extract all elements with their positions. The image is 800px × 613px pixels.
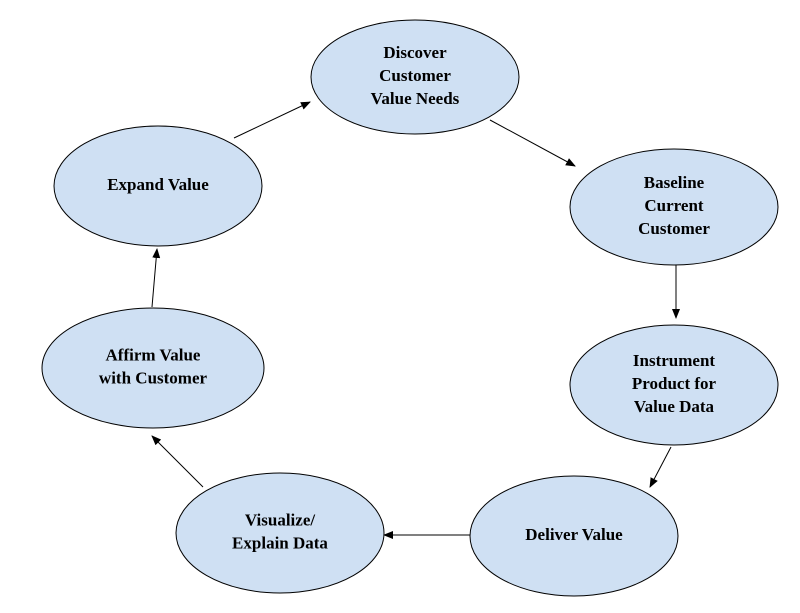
node-instrument-ellipse <box>569 324 779 446</box>
node-affirm-label-line: Affirm Value <box>106 345 201 364</box>
arrow-discover-to-baseline <box>489 119 576 167</box>
arrow-visualize-to-affirm <box>151 435 204 488</box>
node-instrument-label-line: Product for <box>632 374 717 393</box>
node-discover-label-line: Customer <box>379 66 451 85</box>
node-expand: Expand Value <box>53 125 263 247</box>
node-visualize-label-line: Visualize/ <box>245 510 315 529</box>
node-visualize-label-line: Explain Data <box>232 533 328 552</box>
arrow-instrument-to-deliver <box>649 446 672 488</box>
node-discover-label-line: Value Needs <box>371 89 460 108</box>
node-deliver: Deliver Value <box>469 475 679 597</box>
edges-layer <box>151 101 680 539</box>
node-deliver-ellipse <box>469 475 679 597</box>
node-instrument-label-line: Value Data <box>634 397 715 416</box>
node-visualize-ellipse <box>175 472 385 594</box>
node-instrument-label-line: Instrument <box>633 351 716 370</box>
node-visualize: Visualize/Explain Data <box>175 472 385 594</box>
node-affirm-ellipse <box>41 307 265 429</box>
node-affirm-label-line: with Customer <box>99 368 208 387</box>
node-baseline-label-line: Current <box>644 196 704 215</box>
arrow-expand-to-discover <box>233 101 311 139</box>
node-deliver-label-line: Deliver Value <box>525 525 623 544</box>
node-expand-label-line: Expand Value <box>107 175 209 194</box>
node-affirm: Affirm Value with Customer <box>41 307 265 429</box>
node-baseline-ellipse <box>569 148 779 266</box>
node-discover-ellipse <box>310 19 520 135</box>
node-discover-label-line: Discover <box>383 43 447 62</box>
node-baseline-label-line: Customer <box>638 219 710 238</box>
node-expand-ellipse <box>53 125 263 247</box>
node-baseline-label-line: Baseline <box>644 173 705 192</box>
arrow-affirm-to-expand <box>151 248 161 308</box>
